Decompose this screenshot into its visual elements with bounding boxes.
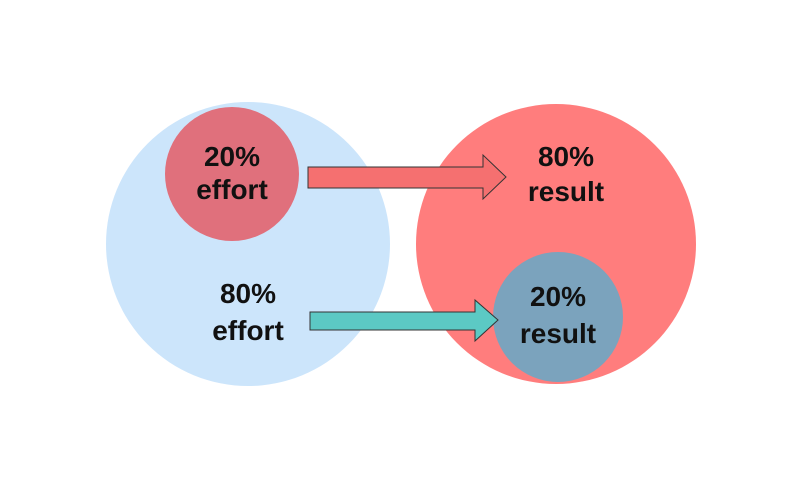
result-small-circle [493, 252, 623, 382]
effort-small-circle [165, 107, 299, 241]
bottom-arrow [309, 298, 499, 343]
result-small-percent: 20% [530, 281, 586, 312]
result-small-word: result [520, 318, 596, 349]
effort-large-word: effort [212, 315, 284, 346]
result-large-percent: 80% [538, 141, 594, 172]
result-large-word: result [528, 176, 604, 207]
effort-small-percent: 20% [204, 141, 260, 172]
effort-large-percent: 80% [220, 278, 276, 309]
effort-small-word: effort [196, 174, 268, 205]
top-arrow [307, 153, 507, 201]
